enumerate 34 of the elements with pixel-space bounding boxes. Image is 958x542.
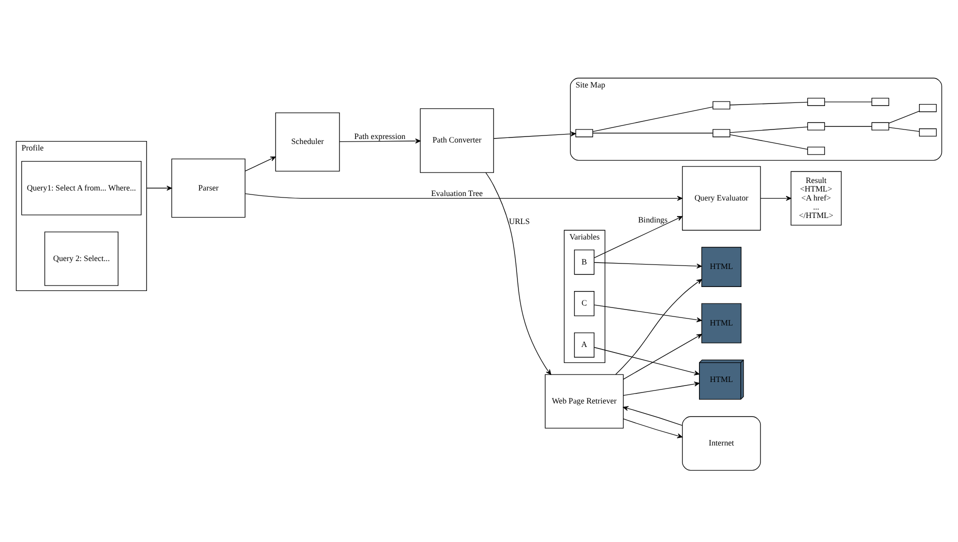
connector [592, 132, 714, 133]
arrow [622, 333, 702, 380]
node-box [871, 97, 890, 106]
connector [824, 101, 872, 102]
arrow [244, 156, 276, 171]
arrow [594, 262, 702, 268]
arrow [594, 216, 683, 258]
node-box [807, 122, 825, 130]
arrow [485, 172, 552, 374]
node-box [575, 128, 594, 137]
connector [730, 134, 808, 150]
node-box [919, 128, 937, 136]
node-box [807, 97, 825, 106]
connector [592, 106, 714, 132]
arrow [623, 381, 700, 396]
connector [730, 126, 808, 132]
arrow [622, 406, 683, 426]
arrow [594, 346, 700, 375]
connector [888, 110, 920, 124]
arrow [244, 192, 682, 200]
arrow [594, 304, 702, 322]
connector [730, 101, 808, 105]
arrow [760, 195, 792, 200]
arrow [146, 185, 172, 190]
arrow [615, 278, 702, 374]
node-box [919, 103, 937, 112]
arrow [339, 138, 421, 143]
arrow [622, 418, 683, 438]
arrow [493, 130, 576, 138]
node-box [807, 146, 825, 154]
connector [888, 126, 920, 132]
node-box [712, 128, 730, 137]
node-box [712, 100, 730, 109]
node-box [871, 122, 890, 130]
